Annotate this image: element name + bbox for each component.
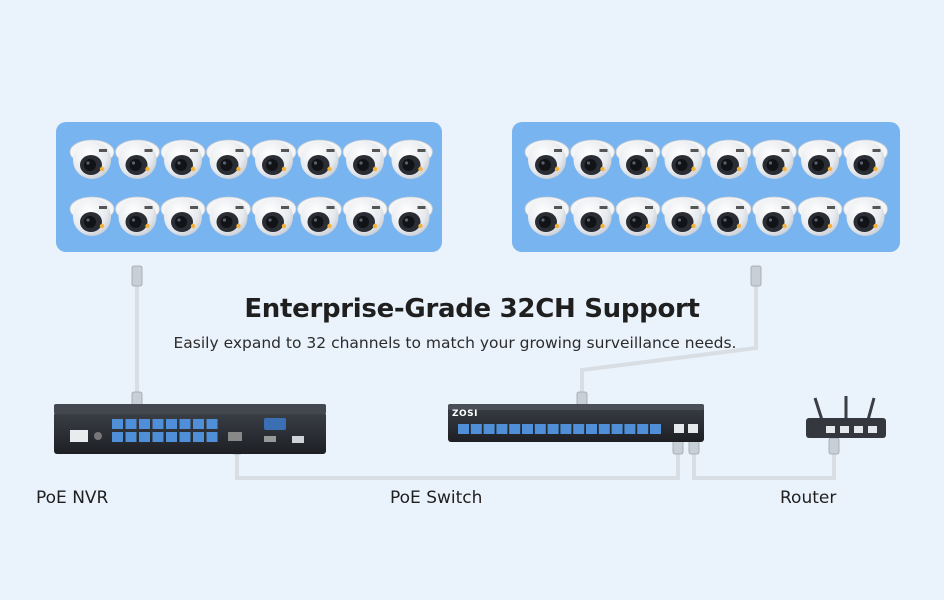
nvr-poe-port: [125, 432, 137, 442]
nvr-poe-port: [125, 419, 137, 429]
camera-group-right: [512, 122, 900, 252]
switch-poe-port: [637, 424, 649, 434]
nvr-poe-port: [193, 419, 204, 429]
switch-poe-port: [586, 424, 597, 434]
switch-poe-port: [598, 424, 610, 434]
switch-poe-port: [573, 424, 585, 434]
switch-poe-port: [470, 424, 482, 434]
nvr-poe-port: [139, 419, 150, 429]
nvr-poe-port: [112, 432, 123, 442]
nvr-label: PoE NVR: [36, 488, 109, 508]
nvr-poe-port: [206, 432, 218, 442]
switch-poe-port: [534, 424, 546, 434]
nvr-poe-port: [166, 419, 177, 429]
switch-label: PoE Switch: [390, 488, 483, 508]
nvr-poe-port: [166, 432, 177, 442]
page-title: Enterprise-Grade 32CH Support: [244, 294, 700, 324]
switch-poe-port: [560, 424, 572, 434]
switch-poe-port: [650, 424, 661, 434]
switch-poe-port: [547, 424, 559, 434]
page-subtitle: Easily expand to 32 channels to match yo…: [173, 334, 737, 352]
switch-poe-port: [522, 424, 533, 434]
switch-poe-port: [611, 424, 623, 434]
router-icon: [806, 396, 886, 438]
camera-group-left: [56, 122, 442, 252]
nvr-poe-port: [139, 432, 150, 442]
nvr-poe-port: [179, 419, 191, 429]
nvr-poe-port: [152, 419, 164, 429]
ethernet-cable-icon: [135, 266, 836, 480]
nvr-poe-port: [112, 419, 123, 429]
switch-brand-logo: ZOSI: [452, 409, 479, 419]
nvr-device-icon: [54, 404, 326, 454]
nvr-poe-port: [152, 432, 164, 442]
switch-poe-port: [483, 424, 495, 434]
switch-poe-port: [509, 424, 521, 434]
switch-poe-port: [496, 424, 508, 434]
poe-switch-icon: [448, 404, 704, 442]
switch-poe-port: [458, 424, 469, 434]
nvr-poe-port: [206, 419, 218, 429]
switch-poe-port: [624, 424, 636, 434]
router-label: Router: [780, 488, 837, 508]
nvr-poe-port: [179, 432, 191, 442]
nvr-poe-port: [193, 432, 204, 442]
